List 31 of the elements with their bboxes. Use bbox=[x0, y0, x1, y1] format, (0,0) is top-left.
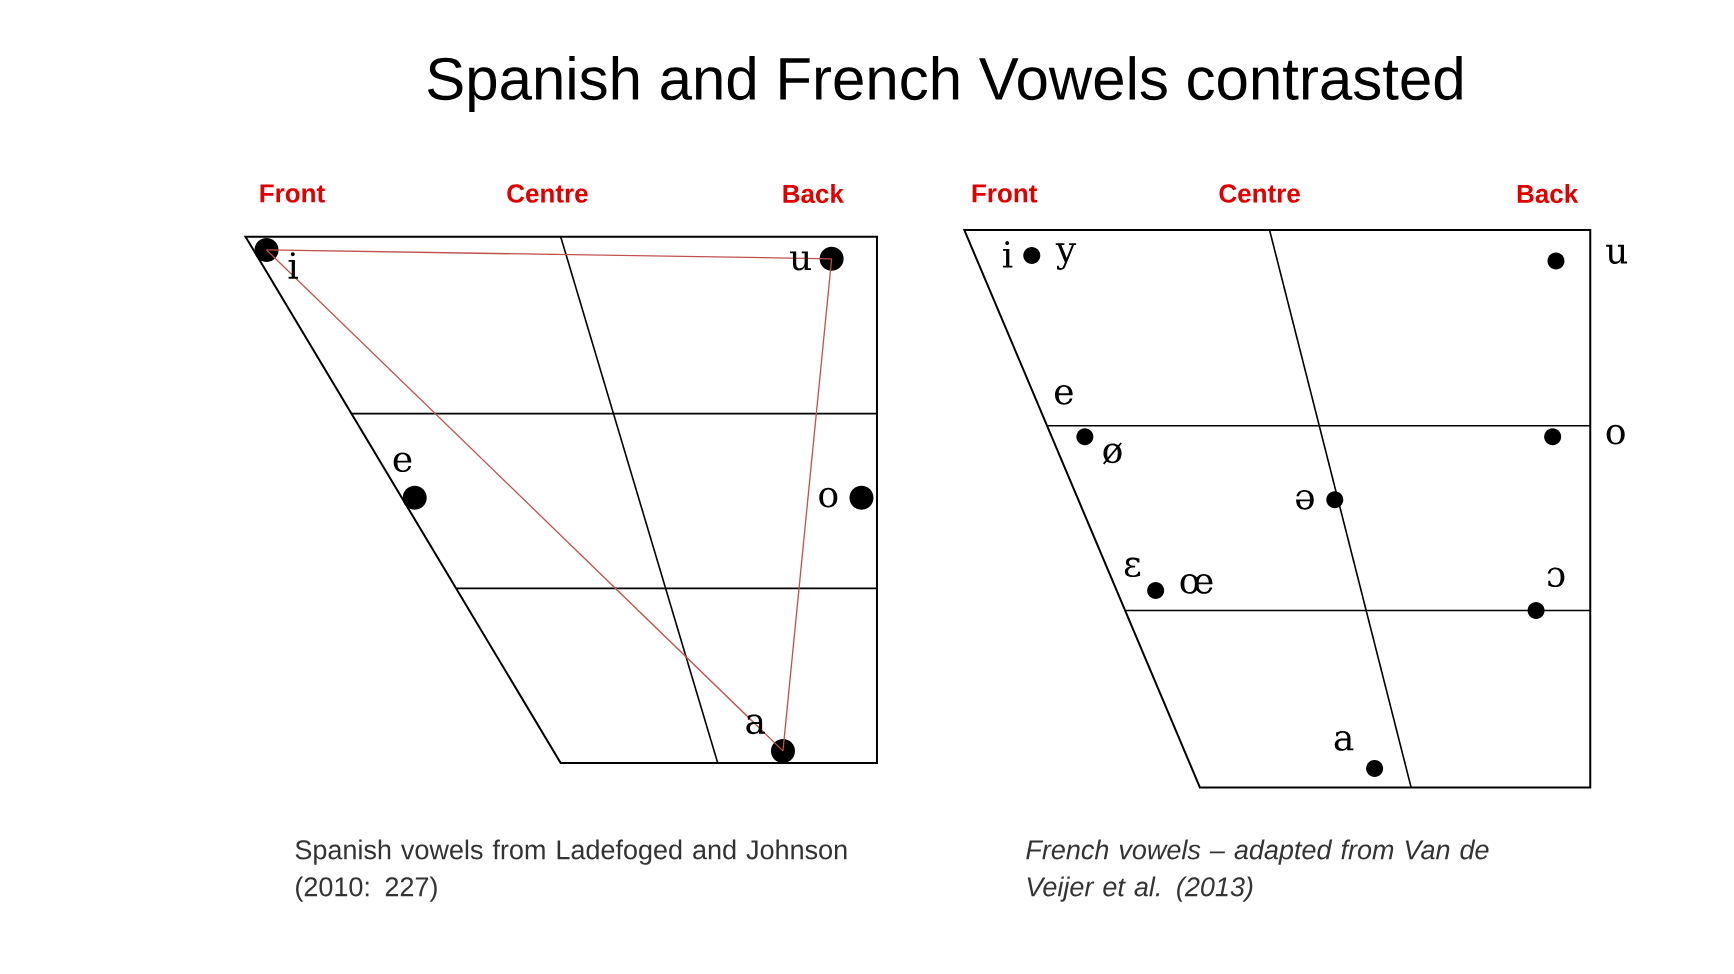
vowel-dot bbox=[1147, 581, 1165, 599]
vowel-symbol: œ bbox=[1180, 573, 1213, 594]
vowel-dot bbox=[254, 237, 279, 262]
column-heading: Centre bbox=[1219, 184, 1300, 203]
vowel-symbol: y bbox=[1055, 243, 1077, 270]
vowel-symbol: i bbox=[288, 252, 298, 279]
vowel-dot bbox=[770, 738, 795, 763]
vowel-symbol: e bbox=[1055, 384, 1073, 405]
triangle-line bbox=[265, 249, 833, 260]
vowel-symbol: ɔ bbox=[1547, 567, 1565, 587]
vowel-dot bbox=[1544, 428, 1562, 446]
vowel-dot bbox=[1527, 601, 1545, 619]
column-heading: Centre bbox=[507, 184, 588, 203]
vowel-symbol: a bbox=[1334, 730, 1354, 751]
vowel-dot bbox=[1076, 428, 1094, 446]
vowel-symbol: o bbox=[1606, 424, 1625, 445]
vowel-symbol: o bbox=[819, 487, 838, 508]
vowel-dot bbox=[402, 485, 427, 510]
vowel-symbol: ø bbox=[1103, 442, 1122, 465]
vowel-dot bbox=[849, 485, 874, 510]
vowel-symbol: u bbox=[1606, 244, 1628, 264]
vowel-dot bbox=[1547, 252, 1565, 270]
triangle-line bbox=[265, 249, 784, 752]
triangle-line bbox=[782, 258, 833, 752]
slide-title: Spanish and French Vowels contrasted bbox=[427, 55, 1462, 112]
vowel-dot bbox=[819, 246, 844, 271]
vowel-dot bbox=[1023, 246, 1041, 264]
vowel-dot bbox=[1326, 491, 1344, 509]
vowel-symbol: ɛ bbox=[1124, 557, 1141, 577]
vowel-dot bbox=[1366, 759, 1384, 777]
vowel-symbol: e bbox=[393, 452, 412, 472]
